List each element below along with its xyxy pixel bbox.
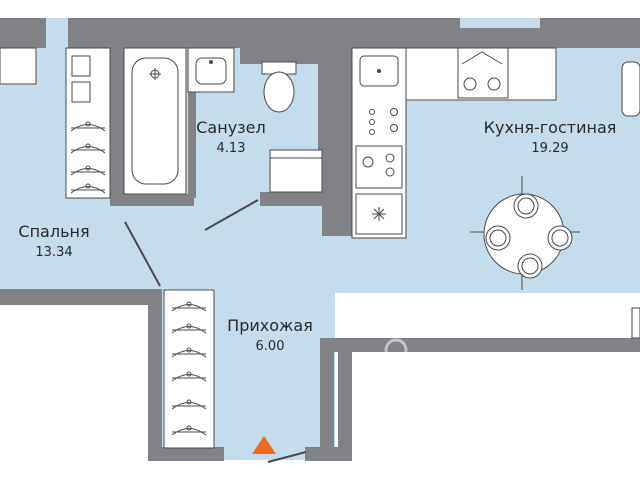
bathtub-icon xyxy=(123,47,187,195)
windows xyxy=(46,18,540,48)
entrance-marker-icon xyxy=(252,436,276,454)
stove-icon xyxy=(355,145,403,189)
kitchen-name: Кухня-гостиная xyxy=(483,118,617,137)
doors xyxy=(124,199,307,463)
bedroom-name: Спальня xyxy=(18,222,90,241)
wardrobe-hallway xyxy=(163,289,215,449)
bathroom-label: Санузел 4.13 xyxy=(186,118,276,156)
dining-table-icon xyxy=(470,176,580,290)
bedroom-label: Спальня 13.34 xyxy=(4,222,104,260)
side-cabinet xyxy=(631,307,640,339)
dishwasher-icon xyxy=(369,108,398,135)
armchair-icon xyxy=(621,61,640,117)
hallway-name: Прихожая xyxy=(227,316,313,335)
bedroom-area: 13.34 xyxy=(35,245,73,260)
hob-icon xyxy=(457,47,509,99)
kitchen-sink-icon xyxy=(359,55,399,87)
toilet-icon xyxy=(261,61,297,113)
bathroom-area: 4.13 xyxy=(216,141,246,156)
washing-machine-icon xyxy=(269,149,323,193)
kitchen-counter xyxy=(351,47,557,239)
hallway-label: Прихожая 6.00 xyxy=(220,316,320,354)
watermark-pin-icon xyxy=(384,338,408,382)
kitchen-area: 19.29 xyxy=(531,141,569,156)
bedroom-cabinet xyxy=(0,47,37,85)
hallway-area: 6.00 xyxy=(255,339,285,354)
bathroom-sink-icon xyxy=(187,47,235,93)
watermark-text: циан xyxy=(372,378,475,422)
fridge-icon xyxy=(355,193,403,235)
walls xyxy=(0,18,640,461)
kitchen-label: Кухня-гостиная 19.29 xyxy=(470,118,630,156)
bathroom-name: Санузел xyxy=(196,118,266,137)
wardrobe-bedroom xyxy=(65,47,111,199)
